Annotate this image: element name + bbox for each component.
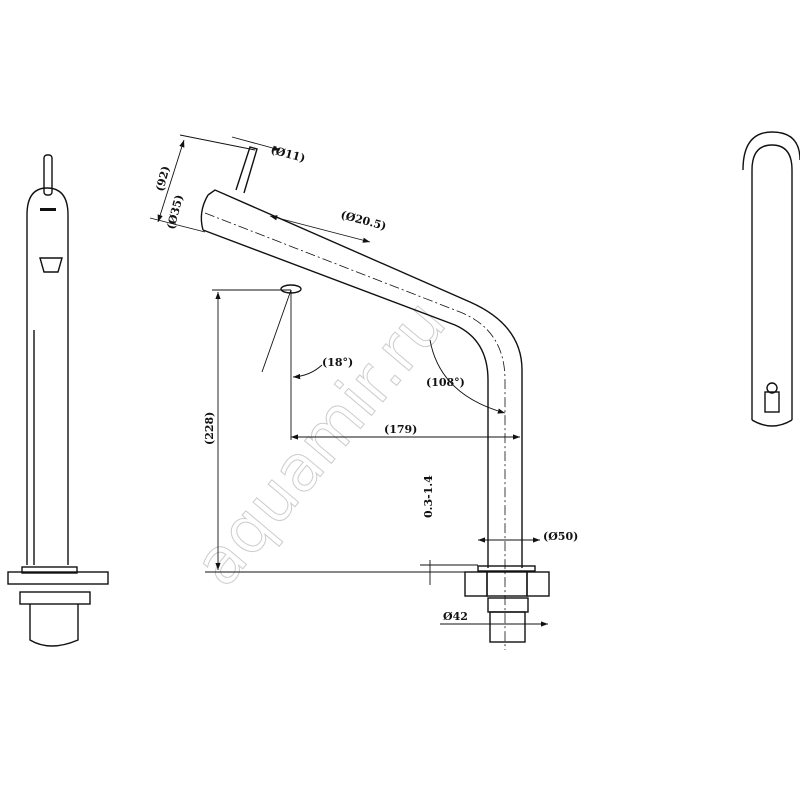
rear-view-faucet [742,131,800,427]
dim-spout-height: (228) [203,412,216,445]
dim-spout-reach: (179) [384,423,417,436]
dim-tilt-angle: (18°) [322,356,353,369]
watermark: aquamir.ru [181,287,461,601]
dim-bend-angle: (108°) [426,376,465,389]
dim-hole-diameter: Ø42 [443,610,468,623]
dim-base-diameter: (Ø50) [543,530,578,543]
dim-body-diameter: (Ø35) [164,193,186,230]
front-view-faucet [200,146,550,650]
dim-countertop-thickness: 0.3-1.4 [422,475,435,518]
dim-spout-diameter: (Ø20.5) [339,208,388,233]
side-view-faucet [7,154,109,647]
dimension-lines [149,134,548,627]
dim-lever-diameter: (Ø11) [269,143,306,165]
dim-lever-height: (92) [153,165,172,193]
